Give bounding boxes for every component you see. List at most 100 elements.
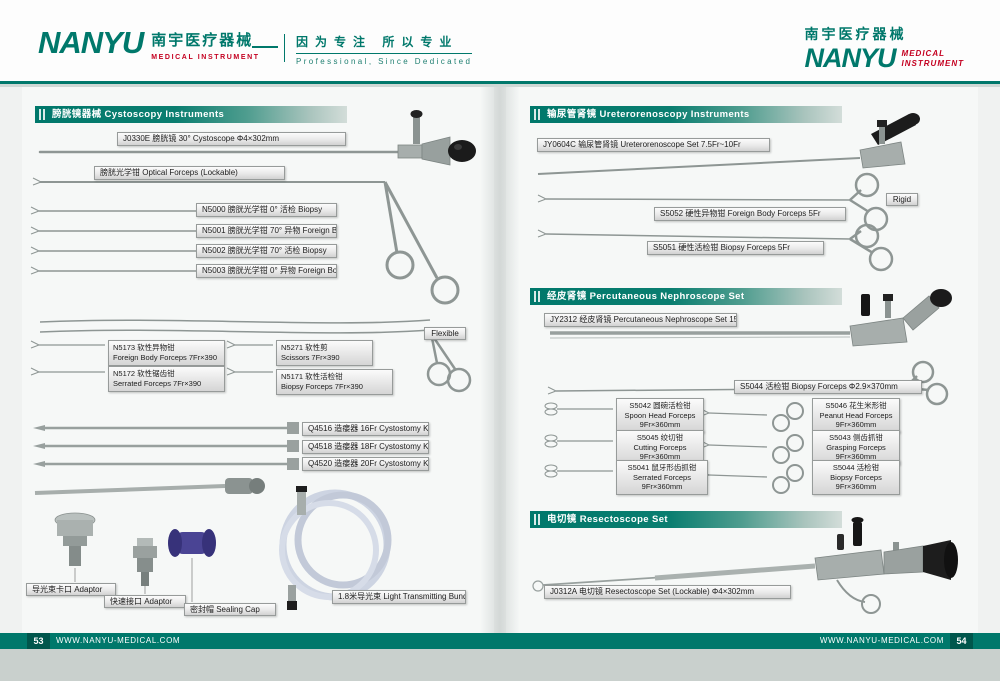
section-header-ureterorenoscopy: 输尿管肾镜 Ureterorenoscopy Instruments [530,106,842,123]
footer-url-left: WWW.NANYU-MEDICAL.COM [56,636,181,645]
label-n5000: N5000 膀胱光学钳 0° 活检 Biopsy [196,203,337,217]
brand-text-block: 南宇医疗器械 MEDICAL INSTRUMENT [151,28,259,61]
ureteroscope-illustration [537,113,920,175]
section-header-cystoscopy: 膀胱镜器械 Cystoscopy Instruments [35,106,347,123]
label-n5173-line1: N5173 软性异物钳 [113,343,175,352]
label-s5052: S5052 硬性异物钳 Foreign Body Forceps 5Fr [654,207,846,221]
slogan-divider [252,46,278,48]
page-number-right: 54 [950,633,973,649]
content-area [0,87,1000,633]
brand-subtitle-line1: MEDICAL [901,49,945,58]
brand-slogan: 因为专注 所以专业 Professional, Since Dedicated [296,33,473,66]
label-s5045-line3: 9Fr×360mm [639,452,681,461]
label-n5171-line1: N5171 软性活检钳 [281,372,343,381]
label-flexible-tag: Flexible [424,327,466,340]
brand-subtitle-line2: INSTRUMENT [901,59,964,68]
rigid-forceps-illustrations [537,172,894,272]
label-n5271-line1: N5271 软性剪 [281,343,328,352]
slogan-chinese: 因为专注 所以专业 [296,35,459,49]
brand-logo-left: NANYU 南宇医疗器械 MEDICAL INSTRUMENT [38,25,260,61]
cystostomy-kit-illustrations [33,422,299,495]
slogan-english: Professional, Since Dedicated [296,53,473,66]
label-s5042-line2: Spoon Head Forceps [624,410,696,420]
label-n5171-line2: Biopsy Forceps 7Fr×390 [281,382,363,391]
label-q4520: Q4520 造瘘器 20Fr Cystostomy Kit [302,457,429,471]
label-quick-adaptor: 快速接口 Adaptor [104,595,186,608]
label-n5001: N5001 膀胱光学钳 70° 异物 Foreign Body [196,224,337,238]
brand-logo-right: 南宇医疗器械 NANYU MEDICAL INSTRUMENT [805,24,964,72]
light-guide-adaptor-illustration [54,512,96,582]
label-sealing-cap: 密封帽 Sealing Cap [184,603,276,616]
label-n5173-line2: Foreign Body Forceps 7Fr×390 [113,353,218,362]
label-s5041: S5041 鼠牙形齿抓钳 Serrated Forceps 9Fr×360mm [616,460,708,495]
page-header: NANYU 南宇医疗器械 MEDICAL INSTRUMENT 因为专注 所以专… [0,0,1000,84]
label-s5043-line1: S5043 侧齿抓钳 [829,433,883,442]
brand-name-chinese: 南宇医疗器械 [151,32,254,49]
label-q4516: Q4516 造瘘器 16Fr Cystostomy Kit [302,422,429,436]
label-n5271-line2: Scissors 7Fr×390 [281,353,340,362]
optical-forceps-illustration [32,177,460,305]
section-header-nephroscope: 经皮肾镜 Percutaneous Nephroscope Set [530,288,842,305]
brand-subtitle: MEDICAL INSTRUMENT [151,54,260,61]
label-s5044-grid-line2: Biopsy Forceps [830,472,882,482]
footer-bar [0,633,1000,649]
footer-url-right: WWW.NANYU-MEDICAL.COM [819,636,944,645]
rigid-forceps-row-illustrations [30,206,197,275]
label-n5002: N5002 膀胱光学钳 70° 活检 Biopsy [196,244,337,258]
brand-wordmark: NANYU [38,25,144,60]
label-light-bundle: 1.8米导光束 Light Transmitting Bundle [332,590,466,604]
label-optical-forceps: 膀胱光学钳 Optical Forceps (Lockable) [94,166,285,180]
brand-subtitle-right: MEDICAL INSTRUMENT [902,45,964,69]
label-s5046-line3: 9Fr×360mm [835,420,877,429]
label-s5041-line3: 9Fr×360mm [641,482,683,491]
center-gutter-shadow [480,87,520,633]
label-s5046-line1: S5046 花生米形钳 [825,401,887,410]
brand-name-chinese-right: 南宇医疗器械 [804,26,907,42]
bottom-margin [0,649,1000,681]
label-s5041-line1: S5041 鼠牙形齿抓钳 [627,463,697,472]
brand-wordmark-right: NANYU [804,43,897,73]
label-s5051: S5051 硬性活检钳 Biopsy Forceps 5Fr [647,241,824,255]
quick-adaptor-illustration [133,538,157,594]
label-s5045: S5045 绞切钳 Cutting Forceps 9Fr×360mm [616,430,704,465]
page-number-left: 53 [27,633,50,649]
label-s5044-long: S5044 活检钳 Biopsy Forceps Φ2.9×370mm [734,380,922,394]
label-s5046: S5046 花生米形钳 Peanut Head Forceps 9Fr×360m… [812,398,900,433]
label-light-guide-adaptor: 导光束卡口 Adaptor [26,583,116,596]
label-s5045-line1: S5045 绞切钳 [636,433,684,442]
label-n5172: N5172 软性锯齿钳 Serrated Forceps 7Fr×390 [108,366,225,392]
section-header-resectoscope: 电切镜 Resectoscope Set [530,511,842,528]
label-s5041-line2: Serrated Forceps [633,472,691,482]
label-jy0604c: JY0604C 输尿管肾镜 Ureterorenoscope Set 7.5Fr… [537,138,770,152]
label-n5171: N5171 软性活检钳 Biopsy Forceps 7Fr×390 [276,369,393,395]
label-s5042: S5042 圆碗活检钳 Spoon Head Forceps 9Fr×360mm [616,398,704,433]
label-s5046-line2: Peanut Head Forceps [819,410,893,420]
right-page-illustrations [532,113,958,614]
label-s5045-line2: Cutting Forceps [633,442,687,452]
cystoscope-illustration [38,110,476,166]
label-s5044-grid: S5044 活检钳 Biopsy Forceps 9Fr×360mm [812,460,900,495]
right-page-panel [506,87,978,633]
label-n5172-line2: Serrated Forceps 7Fr×390 [113,379,202,388]
label-j0312a: J0312A 电切镜 Resectoscope Set (Lockable) Φ… [544,585,791,599]
slogan-vertical-rule [284,34,285,62]
label-n5172-line1: N5172 软性锯齿钳 [113,369,175,378]
sealing-cap-illustration [168,529,216,602]
label-s5043: S5043 侧齿抓钳 Grasping Forceps 9Fr×360mm [812,430,900,465]
label-q4518: Q4518 造瘘器 18Fr Cystostomy Kit [302,440,429,454]
label-s5044-grid-line3: 9Fr×360mm [835,482,877,491]
label-s5042-line1: S5042 圆碗活检钳 [629,401,691,410]
label-n5173: N5173 软性异物钳 Foreign Body Forceps 7Fr×390 [108,340,225,366]
label-rigid-tag: Rigid [886,193,918,206]
label-jy2312: JY2312 经皮肾镜 Percutaneous Nephroscope Set… [544,313,737,327]
label-s5043-line2: Grasping Forceps [826,442,886,452]
flexible-forceps-illustrations [30,319,472,393]
label-s5042-line3: 9Fr×360mm [639,420,681,429]
resectoscope-illustration [532,517,958,614]
label-s5044-grid-line1: S5044 活检钳 [832,463,880,472]
label-cystoscope: J0330E 膀胱镜 30° Cystoscope Φ4×302mm [117,132,346,146]
label-s5043-line3: 9Fr×360mm [835,452,877,461]
nephroscope-illustration [549,289,952,347]
label-n5271: N5271 软性剪 Scissors 7Fr×390 [276,340,373,366]
